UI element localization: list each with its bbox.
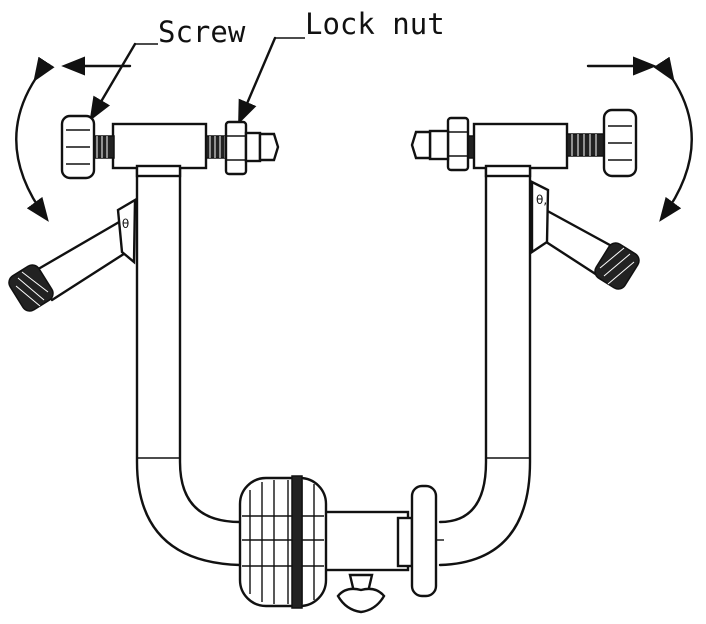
fan-cage xyxy=(238,475,328,609)
left-clamp-assembly xyxy=(87,122,231,178)
left-leg: ,θ xyxy=(8,197,137,312)
right-rotation-arrow xyxy=(653,56,693,222)
lock-nut-leader-line xyxy=(238,36,305,125)
right-leg: θ, xyxy=(530,180,640,290)
trainer-frame xyxy=(135,166,532,567)
left-rotation-arrow xyxy=(15,56,55,222)
lock-nut-label: Lock nut xyxy=(305,7,445,41)
svg-text:θ,: θ, xyxy=(536,193,547,207)
screw-label: Screw xyxy=(158,15,246,49)
right-clamp-assembly xyxy=(449,122,606,178)
left-lock-nut xyxy=(224,120,280,176)
left-screw-knob xyxy=(60,114,96,180)
right-lock-nut xyxy=(410,116,470,172)
svg-text:,θ: ,θ xyxy=(118,217,129,231)
resistance-unit xyxy=(320,484,444,614)
right-screw-knob xyxy=(602,108,638,178)
screw-leader-line xyxy=(89,42,158,122)
